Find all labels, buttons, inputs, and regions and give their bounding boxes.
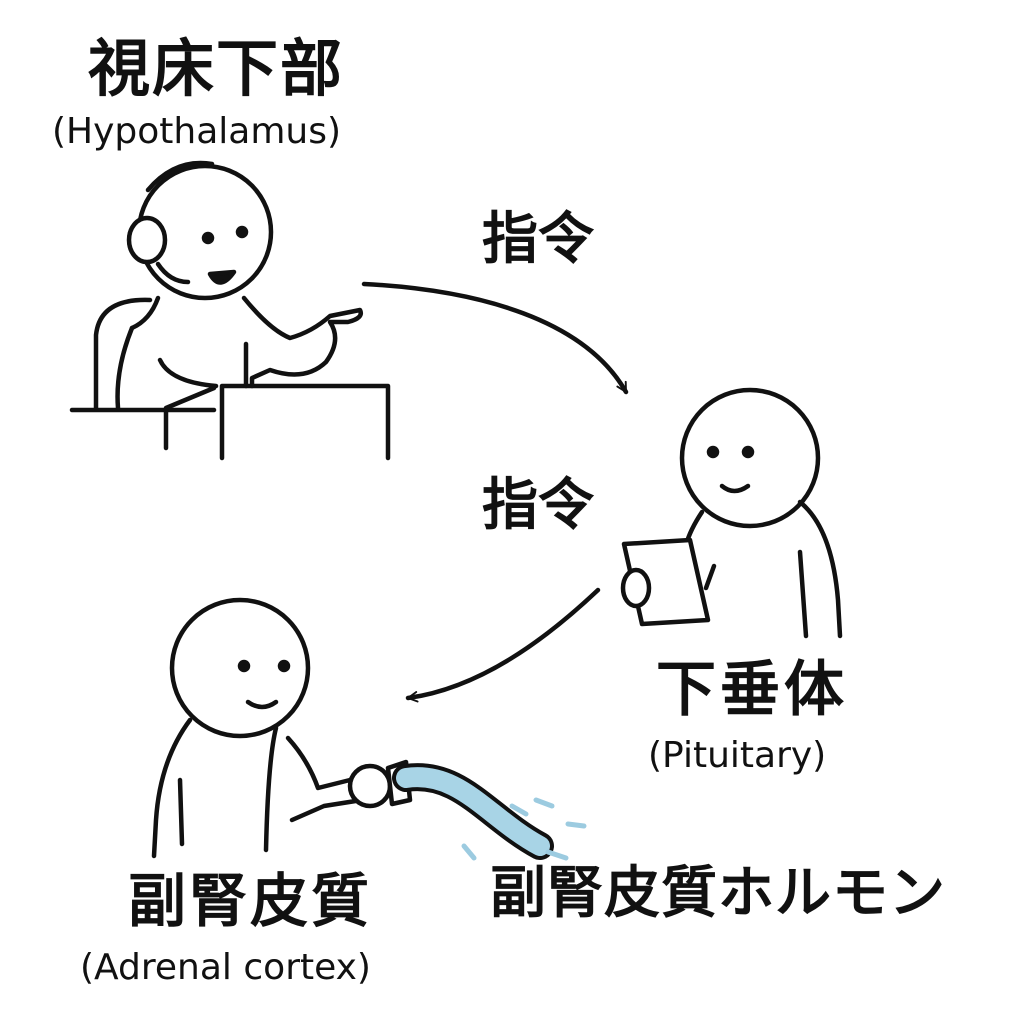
headset-icon [145, 160, 215, 193]
adrenal-subtitle: (Adrenal cortex) [80, 947, 371, 988]
command-label-2: 指令 [482, 473, 594, 538]
hypothalamus-figure [69, 160, 391, 461]
hypothalamus-title: 視床下部 [88, 32, 345, 105]
chair-back [93, 297, 153, 411]
pituitary-head [679, 387, 821, 529]
hormone-drops [461, 797, 587, 861]
chair-seat [163, 385, 217, 451]
pituitary-title: 下垂体 [656, 655, 848, 725]
command-arrow-1 [361, 281, 629, 395]
adrenal-figure [151, 597, 413, 859]
pituitary-subtitle: (Pituitary) [648, 735, 827, 776]
desk [69, 383, 391, 461]
hose-arm [285, 735, 365, 823]
hypothalamus-subtitle: (Hypothalamus) [52, 111, 342, 152]
adrenal-title: 副腎皮質 [128, 867, 373, 935]
pointing-arm [241, 295, 363, 389]
pituitary-figure [620, 387, 843, 639]
hormone-label: 副腎皮質ホルモン [490, 861, 946, 926]
command-label-1: 指令 [482, 207, 594, 272]
hormone-hose [392, 763, 554, 860]
command-arrow-2 [405, 587, 601, 703]
